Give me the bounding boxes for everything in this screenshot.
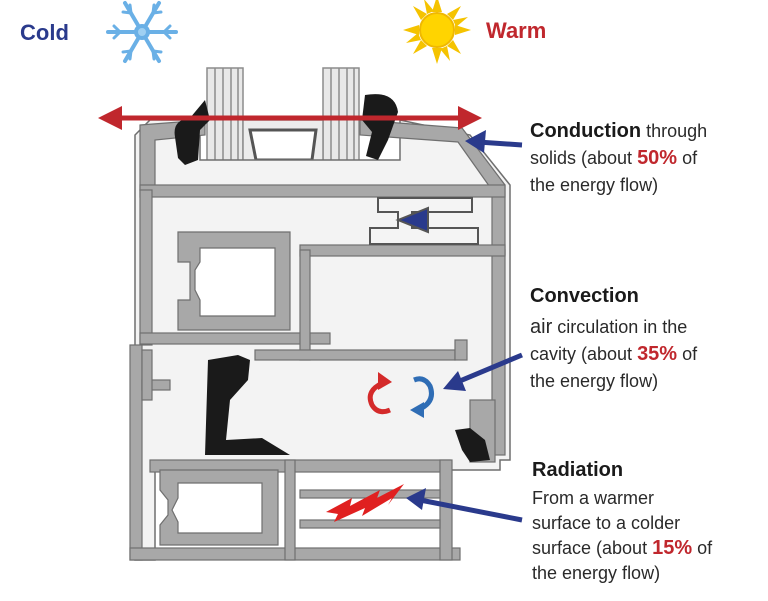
convection-line2-post: of xyxy=(677,344,698,364)
convection-line2-pre: cavity (about xyxy=(530,344,638,364)
cold-label: Cold xyxy=(20,20,69,45)
convection-line3: the energy flow) xyxy=(530,371,659,391)
radiation-block: Radiation From a warmer surface to a col… xyxy=(532,458,767,586)
sun-icon xyxy=(403,0,471,64)
conduction-line2-pre: solids (about xyxy=(530,148,638,168)
convection-title: Convection xyxy=(530,285,639,307)
convection-pointer-arrow xyxy=(443,352,523,391)
radiation-title: Radiation xyxy=(532,459,624,481)
radiation-line2: surface to a colder xyxy=(532,513,681,533)
snowflake-icon xyxy=(106,1,178,63)
conduction-line2-post: of xyxy=(677,148,698,168)
convection-line1-word: air xyxy=(530,316,553,338)
radiation-line3-post: of xyxy=(692,538,713,558)
conduction-line3: the energy flow) xyxy=(530,175,659,195)
radiation-line3-pre: surface (about xyxy=(532,538,653,558)
radiation-line1: From a warmer xyxy=(532,488,655,508)
conduction-percent: 50% xyxy=(637,147,678,169)
radiation-zigzag-icon xyxy=(326,484,404,522)
conduction-block: Conduction through solids (about 50% of … xyxy=(530,118,765,199)
convection-arrows xyxy=(367,372,434,418)
radiation-percent: 15% xyxy=(652,537,693,559)
conduction-double-arrow xyxy=(98,106,482,130)
convection-line1: circulation in the xyxy=(552,317,688,337)
conduction-pointer-arrow xyxy=(465,130,523,153)
insulating-insert xyxy=(369,197,479,245)
convection-block: Convection air circulation in the cavity… xyxy=(530,283,765,395)
warm-label: Warm xyxy=(486,18,547,43)
conduction-line1: through xyxy=(641,121,708,141)
radiation-pointer-arrow xyxy=(406,488,523,523)
profile-walls xyxy=(129,119,506,561)
conduction-title: Conduction xyxy=(530,120,642,142)
radiation-line4: the energy flow) xyxy=(532,563,661,583)
convection-percent: 35% xyxy=(637,343,678,365)
